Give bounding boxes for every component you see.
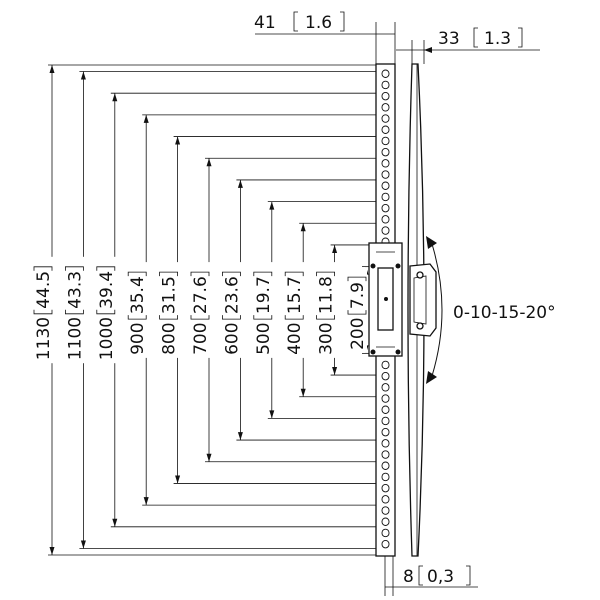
rail-slot xyxy=(381,159,390,168)
dimension-label-700: 700 27.6 xyxy=(190,262,211,358)
top-dimension-marks xyxy=(255,22,540,596)
rail-slot xyxy=(381,371,390,381)
dimension-inch-700: 27.6 xyxy=(191,276,211,314)
tilt-bracket xyxy=(368,242,437,357)
dimension-mm-200: 200 xyxy=(348,317,368,349)
rail-slot xyxy=(381,170,390,179)
dimension-label-500: 500 19.7 xyxy=(252,262,274,358)
dimension-inch-200: 7.9 xyxy=(348,282,368,309)
rail-slot xyxy=(381,181,390,190)
rail-slot xyxy=(381,114,390,123)
dimension-label-1130: 1130 44.5 xyxy=(33,256,54,364)
dimension-label-300: 300 11.8 xyxy=(315,262,337,358)
dimension-mm-500: 500 xyxy=(254,322,274,354)
rail-slot xyxy=(381,405,390,414)
rail-slot xyxy=(381,136,390,146)
rail-slot xyxy=(381,517,390,526)
rail-slot xyxy=(381,192,390,202)
dimension-inch-800: 31.5 xyxy=(160,276,180,314)
rail-slot xyxy=(381,528,390,538)
dimension-mm-1130: 1130 xyxy=(34,317,54,360)
dimension-mm-700: 700 xyxy=(191,322,211,354)
rail-slot xyxy=(381,495,390,504)
rail-slot xyxy=(381,147,390,157)
top-left-inch: 1.6 xyxy=(305,13,332,33)
tilt-arrow xyxy=(426,236,443,384)
dimension-line-800 xyxy=(173,136,376,484)
dimension-label-bottom: 8 0,3 xyxy=(403,565,471,587)
dimension-inch-600: 23.6 xyxy=(222,276,242,314)
rail-slot xyxy=(381,450,390,459)
dimension-inch-400: 15.7 xyxy=(285,276,305,314)
bottom-mm: 8 xyxy=(403,567,414,587)
dimension-label-600: 600 23.6 xyxy=(221,262,242,358)
rail-slot xyxy=(381,203,390,213)
dimension-inch-1000: 39.4 xyxy=(97,271,117,309)
dimension-label-top-right: 33 1.3 xyxy=(438,27,523,49)
rail-slot xyxy=(381,226,390,235)
rail-slot xyxy=(381,461,390,470)
dimension-mm-900: 900 xyxy=(128,322,148,354)
dimension-inch-1100: 43.3 xyxy=(65,271,85,309)
rail-slot xyxy=(381,506,390,515)
dimension-label-800: 800 31.5 xyxy=(158,262,180,358)
rail-slot xyxy=(381,439,390,448)
vertical-dimension-labels: 1130 44.5 1100 43.3 1000 39.4 900 35.4 800 31.5 70… xyxy=(33,256,368,364)
top-right-mm: 33 xyxy=(438,29,460,49)
rail-slots xyxy=(381,69,390,549)
tilt-angle-label: 0-10-15-20° xyxy=(453,303,556,323)
bottom-inch: 0,3 xyxy=(427,567,454,587)
rail-slot xyxy=(381,416,390,426)
dimension-label-1100: 1100 43.3 xyxy=(64,256,85,364)
dimension-mm-600: 600 xyxy=(222,322,242,354)
dimension-label-1000: 1000 39.4 xyxy=(95,256,117,364)
rail-slot xyxy=(381,69,390,78)
rail-slot xyxy=(381,360,390,370)
rail-slot xyxy=(381,472,390,482)
dimension-mm-1100: 1100 xyxy=(65,317,85,360)
dimension-mm-400: 400 xyxy=(285,322,305,354)
rail-slot xyxy=(381,125,390,134)
dimension-label-400: 400 15.7 xyxy=(284,262,305,358)
dimension-mm-300: 300 xyxy=(317,322,337,354)
top-left-mm: 41 xyxy=(254,13,276,33)
rail-slot xyxy=(381,539,390,549)
rail-slot xyxy=(381,103,390,112)
dimension-label-900: 900 35.4 xyxy=(127,262,148,358)
rail-slot xyxy=(381,383,390,392)
rail-slot xyxy=(381,394,390,403)
dimension-inch-300: 11.8 xyxy=(317,276,337,314)
dimension-inch-500: 19.7 xyxy=(254,276,274,314)
top-right-inch: 1.3 xyxy=(484,29,511,49)
dimension-inch-900: 35.4 xyxy=(128,276,148,314)
dimension-mm-800: 800 xyxy=(160,322,180,354)
dimension-label-top-left: 41 1.6 xyxy=(254,11,345,33)
dimension-inch-1130: 44.5 xyxy=(34,271,54,309)
rail-slot xyxy=(381,91,390,101)
rail-slot xyxy=(381,427,390,437)
rail-slot xyxy=(381,215,390,224)
dimension-mm-1000: 1000 xyxy=(97,317,117,360)
rail-slot xyxy=(381,80,390,90)
rail-slot xyxy=(381,483,390,493)
